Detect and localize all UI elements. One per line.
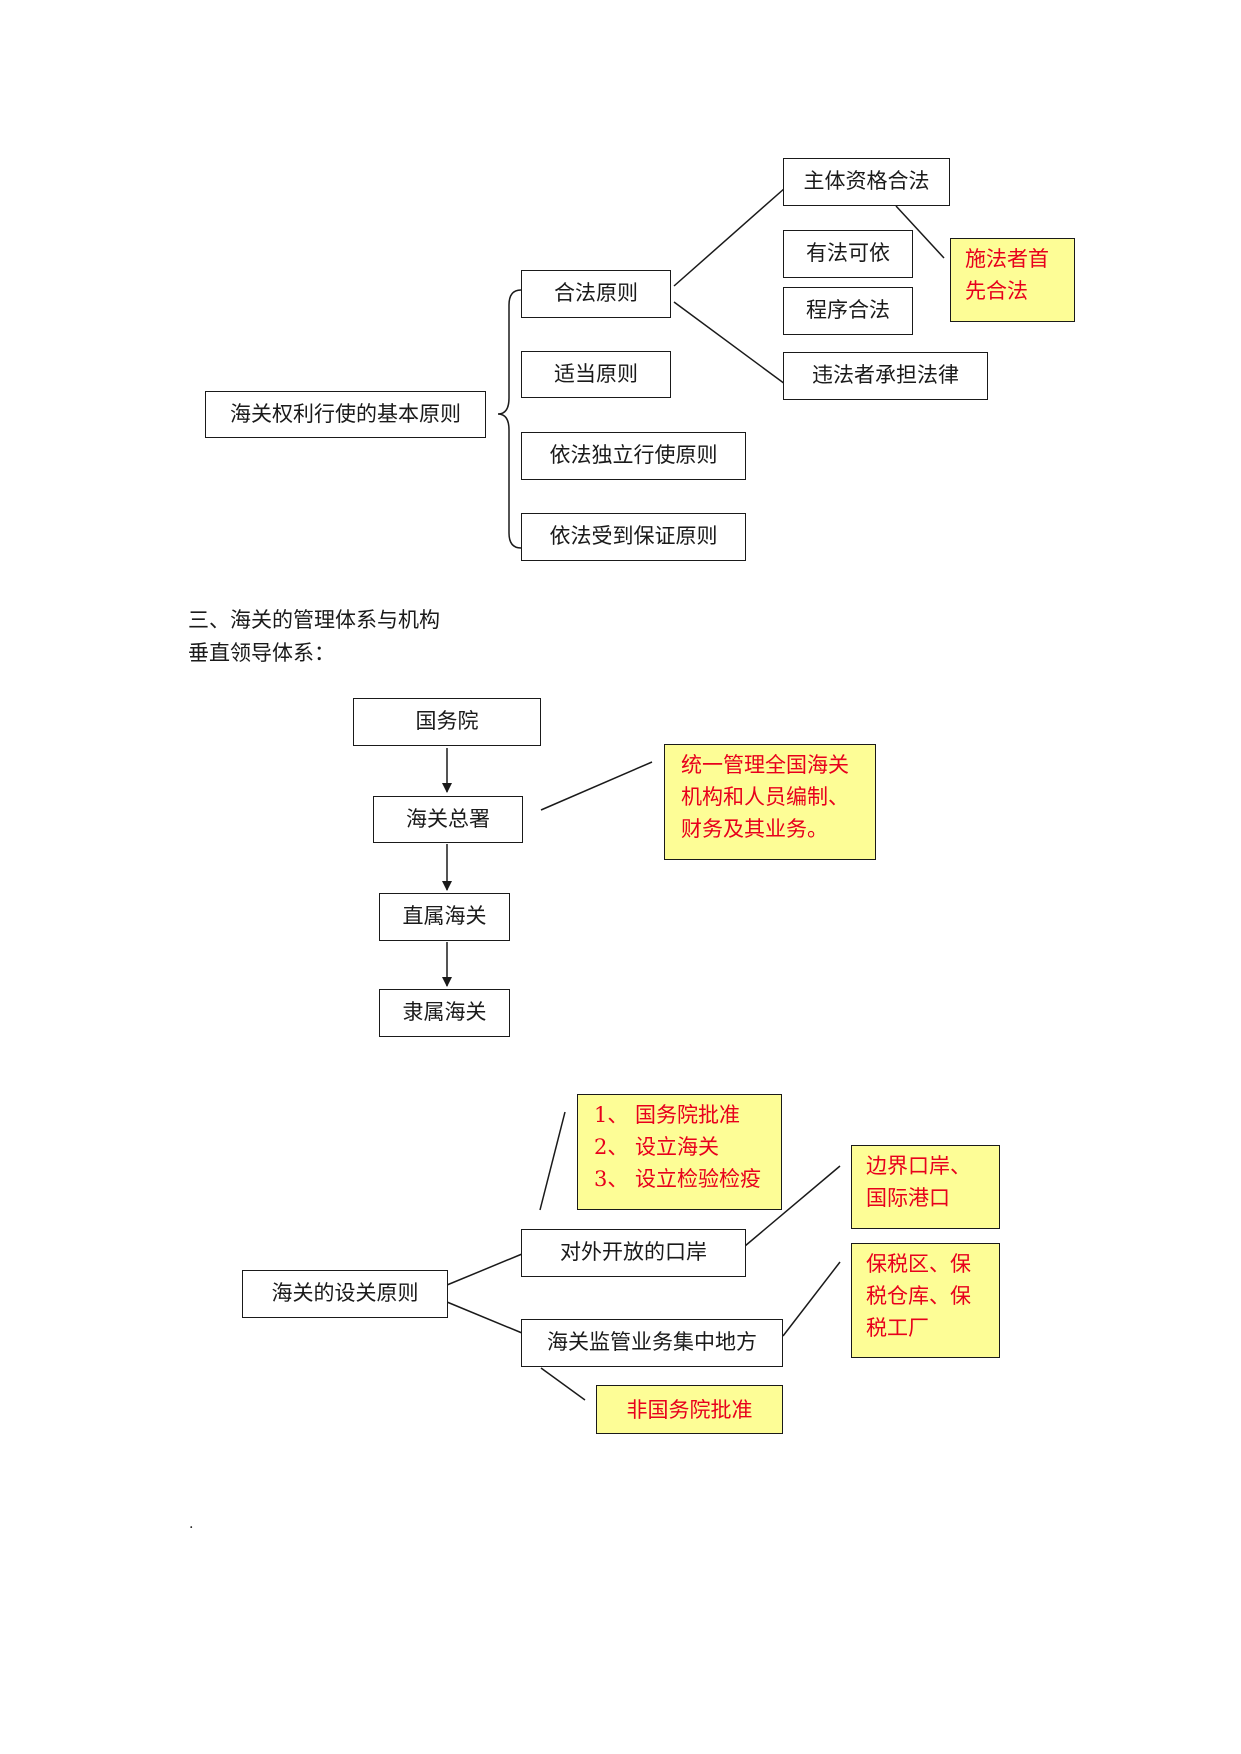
note-line: 先合法	[965, 279, 1028, 303]
connector-gac-note	[540, 761, 653, 811]
node-legal-principle: 合法原则	[521, 270, 671, 318]
note-border-ports: 边界口岸、 国际港口	[851, 1145, 1000, 1229]
connector-ports-steps	[539, 1111, 566, 1211]
note-non-state-council: 非国务院批准	[596, 1385, 783, 1434]
node-appropriate-principle: 适当原则	[521, 351, 671, 398]
connector-root-ports	[446, 1253, 523, 1286]
connector-subject-note	[895, 205, 945, 259]
connector-concentrated-nonstate	[540, 1367, 586, 1401]
note-line: 边界口岸、	[866, 1154, 971, 1178]
note-unified-management: 统一管理全国海关 机构和人员编制、 财务及其业务。	[664, 744, 876, 860]
connector-legal-liability	[673, 301, 786, 385]
note-enforcer-legal-first: 施法者首 先合法	[950, 238, 1075, 322]
note-line: 3、 设立检验检疫	[594, 1167, 762, 1191]
note-approval-steps: 1、 国务院批准 2、 设立海关 3、 设立检验检疫	[577, 1094, 782, 1210]
connector-legal-subject	[673, 187, 786, 287]
node-independent-principle: 依法独立行使原则	[521, 432, 746, 480]
curly-brace	[497, 289, 522, 549]
section-title: 三、海关的管理体系与机构	[188, 608, 440, 632]
connector-concentrated-bonded	[782, 1261, 841, 1337]
node-concentrated-supervision: 海关监管业务集中地方	[521, 1319, 783, 1367]
note-line: 2、 设立海关	[594, 1135, 720, 1159]
node-open-ports: 对外开放的口岸	[521, 1229, 746, 1277]
note-line: 1、 国务院批准	[594, 1103, 741, 1127]
note-bonded-zones: 保税区、保 税仓库、保 税工厂	[851, 1243, 1000, 1358]
footer-mark: .	[189, 1516, 194, 1532]
node-subordinate-customs: 隶属海关	[379, 989, 510, 1037]
note-line: 施法者首	[965, 247, 1049, 271]
note-line: 税仓库、保	[866, 1284, 971, 1308]
note-line: 统一管理全国海关	[681, 753, 849, 777]
node-legal-procedure: 程序合法	[783, 287, 913, 335]
node-subject-qualification: 主体资格合法	[783, 158, 950, 206]
node-general-administration: 海关总署	[373, 796, 523, 843]
note-line: 税工厂	[866, 1316, 929, 1340]
note-line: 国际港口	[866, 1186, 950, 1210]
node-guaranteed-principle: 依法受到保证原则	[521, 513, 746, 561]
note-line: 财务及其业务。	[681, 817, 828, 841]
section-subtitle: 垂直领导体系：	[188, 641, 335, 665]
node-liability: 违法者承担法律	[783, 352, 988, 400]
connector-ports-border	[744, 1165, 841, 1247]
note-line: 保税区、保	[866, 1252, 971, 1276]
node-state-council: 国务院	[353, 698, 541, 746]
node-direct-customs: 直属海关	[379, 893, 510, 941]
note-line: 机构和人员编制、	[681, 785, 849, 809]
root-node-basic-principles: 海关权利行使的基本原则	[205, 391, 486, 438]
connector-root-concentrated	[446, 1301, 523, 1334]
root-node-establishment-principles: 海关的设关原则	[242, 1270, 448, 1318]
node-law-basis: 有法可依	[783, 230, 913, 278]
